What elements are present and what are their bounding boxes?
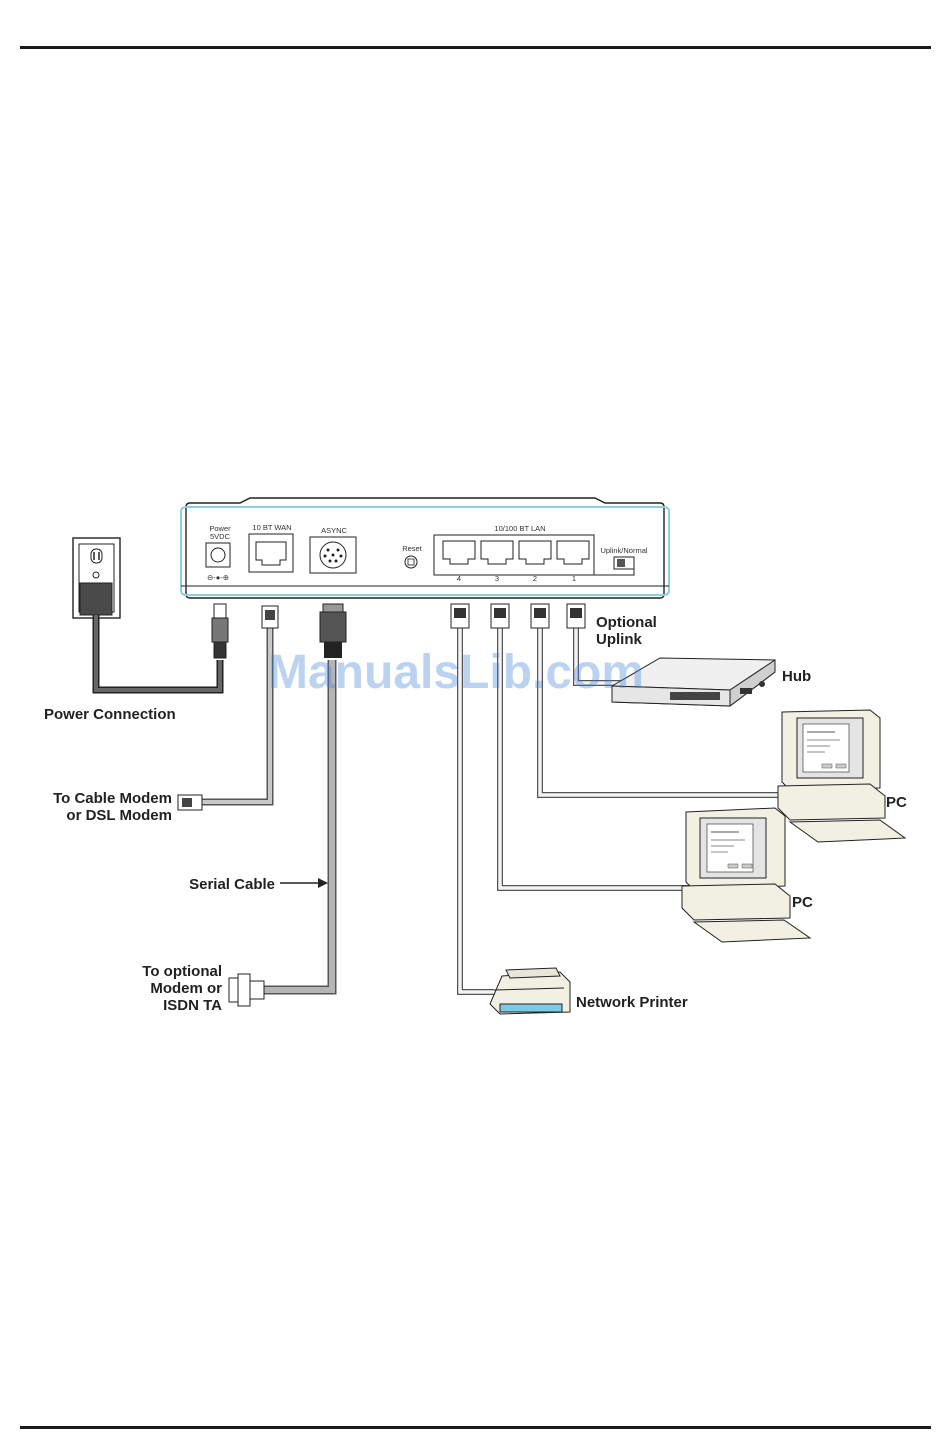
pc-1: [778, 710, 905, 842]
hub-label: Hub: [782, 668, 811, 685]
power-jack-socket: [211, 548, 225, 562]
wan-rj45-plug: [262, 606, 278, 628]
db9-connector: [229, 974, 264, 1006]
optional-modem-label-line-2: Modem or: [150, 980, 222, 997]
optional-uplink-label-line-1: Optional: [596, 614, 657, 631]
lan-group-label: 10/100 BT LAN: [494, 524, 545, 533]
power-plug: [212, 604, 228, 658]
power-adapter: [80, 583, 112, 615]
power-voltage-label: 5VDC: [210, 532, 231, 541]
cable-modem-label-line-1: To Cable Modem: [53, 790, 172, 807]
optional-modem-label-line-3: ISDN TA: [163, 997, 222, 1014]
pc-2: [682, 808, 810, 942]
cable-modem-plug: [178, 795, 202, 810]
pc-label-1: PC: [886, 794, 907, 811]
uplink-switch-label: Uplink/Normal: [600, 546, 647, 555]
lan-port-number-2: 2: [533, 574, 537, 583]
wan-port-label: 10 BT WAN: [252, 523, 291, 532]
network-printer-label: Network Printer: [576, 994, 688, 1011]
reset-label: Reset: [402, 544, 423, 553]
lan-rj45-plugs: [451, 604, 585, 628]
power-cable: [96, 615, 220, 690]
polarity-symbol: ⊖-●-⊕: [207, 573, 229, 582]
router: Power 5VDC ⊖-●-⊕ 10 BT WAN ASYNC Reset 1…: [181, 498, 669, 598]
optional-modem-label-line-1: To optional: [142, 963, 222, 980]
watermark: ManualsLib.com: [268, 646, 644, 699]
network-printer: [490, 968, 570, 1014]
serial-cable-label: Serial Cable: [189, 876, 275, 893]
cable-modem-label-line-2: or DSL Modem: [66, 807, 172, 824]
pc-label-2: PC: [792, 894, 813, 911]
power-connection-label: Power Connection: [44, 706, 176, 723]
lan-port-number-3: 3: [495, 574, 499, 583]
lan-port-number-1: 1: [572, 574, 576, 583]
wan-cable: [196, 628, 270, 802]
lan-port-number-4: 4: [457, 574, 461, 583]
async-port-label: ASYNC: [321, 526, 347, 535]
